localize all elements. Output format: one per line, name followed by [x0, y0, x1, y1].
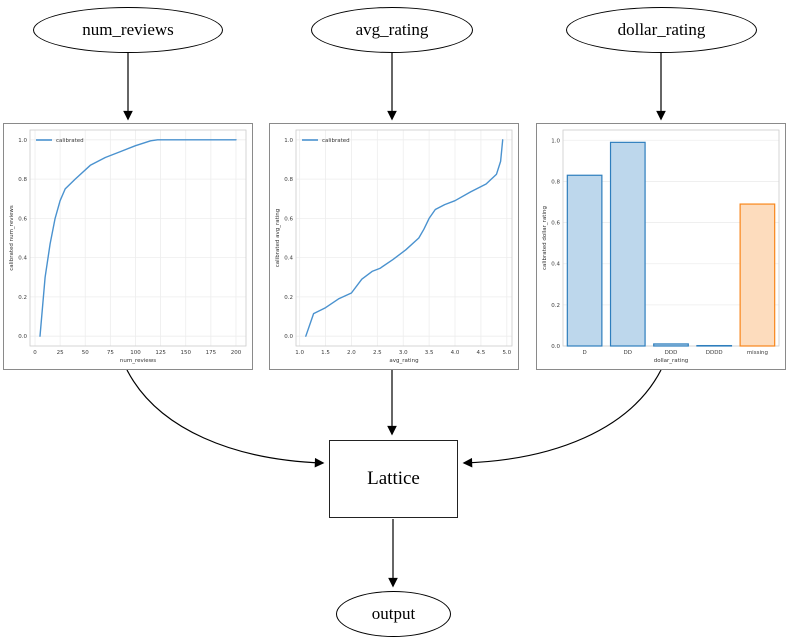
svg-text:2.0: 2.0	[347, 350, 356, 356]
svg-text:D: D	[582, 350, 586, 356]
svg-text:avg_rating: avg_rating	[389, 358, 418, 364]
svg-text:calibrated dollar_rating: calibrated dollar_rating	[542, 206, 548, 270]
node-output: output	[336, 591, 451, 637]
svg-text:calibrated: calibrated	[322, 138, 350, 144]
svg-text:num_reviews: num_reviews	[120, 358, 156, 364]
svg-text:100: 100	[130, 350, 141, 356]
svg-text:1.0: 1.0	[295, 350, 304, 356]
bar-missing	[739, 203, 776, 347]
node-num-reviews: num_reviews	[33, 7, 223, 53]
calibrator-plot-avg-rating: 1.0 1.5 2.0 2.5 3.0 3.5 4.0 4.5 5.0 calibrated 0.0…	[269, 123, 519, 370]
gridlines	[296, 130, 512, 346]
svg-text:dollar_rating: dollar_rating	[654, 358, 689, 364]
svg-text:calibrated num_reviews: calibrated num_reviews	[9, 205, 15, 271]
svg-text:0.2: 0.2	[284, 295, 293, 301]
svg-text:0.0: 0.0	[284, 334, 293, 340]
svg-text:3.5: 3.5	[425, 350, 434, 356]
bar-DDD	[653, 343, 689, 347]
calibrator-plot-num-reviews: 0 25 50 75 100 125 150 175 200 calibrated 0.0 0.2 0.…	[3, 123, 253, 370]
legend: calibrated	[36, 138, 84, 144]
node-dollar-rating: dollar_rating	[566, 7, 757, 53]
svg-text:missing: missing	[747, 350, 768, 356]
node-lattice-label: Lattice	[367, 468, 420, 489]
svg-text:0.0: 0.0	[18, 334, 27, 340]
axes-frame	[295, 129, 513, 347]
svg-text:calibrated: calibrated	[56, 138, 84, 144]
svg-text:2.5: 2.5	[373, 350, 382, 356]
svg-text:0: 0	[33, 350, 37, 356]
svg-text:0.6: 0.6	[551, 221, 560, 227]
svg-text:calibrated avg_rating: calibrated avg_rating	[275, 209, 281, 268]
calibration-curve	[39, 139, 237, 337]
edge-plot3-to-lattice	[462, 369, 662, 468]
node-output-label: output	[371, 604, 416, 623]
svg-text:4.5: 4.5	[477, 350, 486, 356]
svg-text:1.0: 1.0	[284, 138, 293, 144]
node-dollar-rating-label: dollar_rating	[617, 20, 706, 39]
svg-text:DD: DD	[624, 350, 632, 356]
svg-text:1.5: 1.5	[321, 350, 330, 356]
node-avg-rating: avg_rating	[311, 7, 473, 53]
svg-text:0.8: 0.8	[18, 177, 27, 183]
svg-text:0.8: 0.8	[284, 177, 293, 183]
bar-D	[566, 174, 603, 347]
svg-text:25: 25	[57, 350, 64, 356]
svg-text:75: 75	[107, 350, 114, 356]
edge-plot1-to-lattice	[126, 369, 325, 468]
axes-frame	[29, 129, 247, 347]
bar-DD	[609, 141, 646, 347]
svg-text:0.4: 0.4	[284, 256, 293, 262]
svg-text:0.4: 0.4	[18, 256, 27, 262]
calibration-curve	[305, 139, 504, 337]
svg-text:0.6: 0.6	[18, 216, 27, 222]
chart-svg: 0 25 50 75 100 125 150 175 200 calibrated 0.0 0.2 0.…	[4, 124, 252, 369]
svg-text:1.0: 1.0	[18, 138, 27, 144]
svg-text:DDDD: DDDD	[706, 350, 723, 356]
svg-text:0.8: 0.8	[551, 179, 560, 185]
svg-text:1.0: 1.0	[551, 138, 560, 144]
svg-text:3.0: 3.0	[399, 350, 408, 356]
node-num-reviews-label: num_reviews	[82, 20, 174, 39]
chart-svg: 1.0 1.5 2.0 2.5 3.0 3.5 4.0 4.5 5.0 calibrated 0.0…	[270, 124, 518, 369]
svg-text:0.4: 0.4	[551, 262, 560, 268]
node-lattice: Lattice	[329, 440, 458, 518]
node-avg-rating-label: avg_rating	[355, 20, 429, 39]
svg-text:4.0: 4.0	[451, 350, 460, 356]
svg-text:0.6: 0.6	[284, 216, 293, 222]
svg-text:50: 50	[82, 350, 89, 356]
svg-text:0.2: 0.2	[18, 295, 27, 301]
svg-text:0.0: 0.0	[551, 344, 560, 350]
svg-text:175: 175	[206, 350, 217, 356]
svg-text:0.2: 0.2	[551, 303, 560, 309]
svg-text:125: 125	[155, 350, 166, 356]
legend: calibrated	[302, 138, 350, 144]
svg-text:200: 200	[231, 350, 242, 356]
svg-text:DDD: DDD	[665, 350, 678, 356]
svg-text:150: 150	[180, 350, 191, 356]
svg-text:5.0: 5.0	[502, 350, 511, 356]
